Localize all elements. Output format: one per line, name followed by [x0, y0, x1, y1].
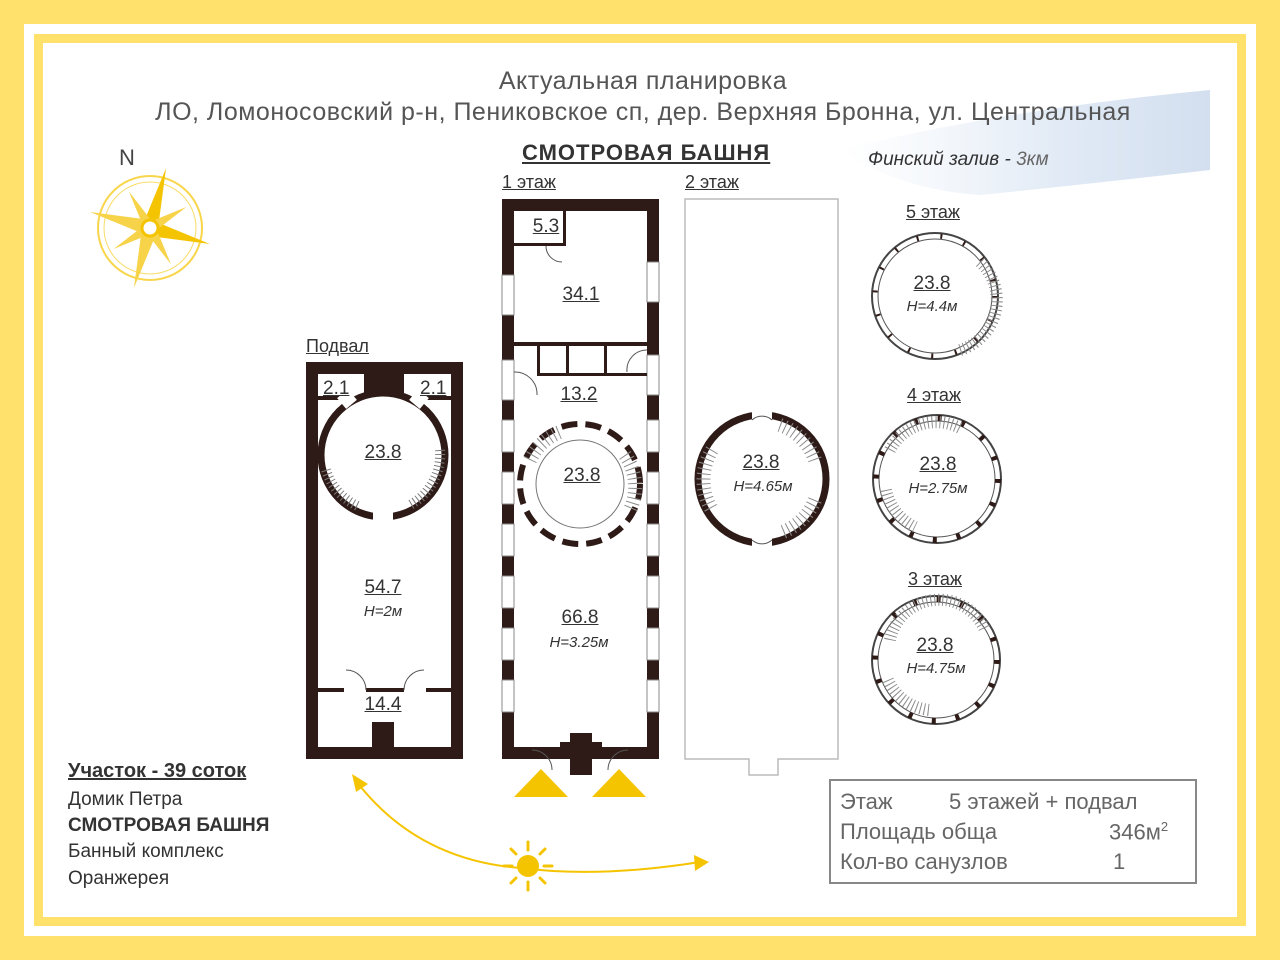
floor5-plan — [871, 232, 1003, 360]
bay-distance-value: 3км — [1016, 149, 1049, 170]
room-area: 34.1 — [562, 284, 600, 305]
room-area: 2.1 — [323, 378, 350, 399]
inner-border — [34, 34, 1246, 926]
stats-baths-value: 1 — [1113, 849, 1126, 874]
compass-rose-icon — [90, 168, 210, 288]
bay-name: Финский залив - — [868, 149, 1017, 170]
room-height: H=4.65м — [733, 478, 793, 495]
room-height: H=2м — [363, 603, 403, 620]
floor1-plan — [501, 199, 660, 775]
sun-icon — [502, 840, 554, 892]
stats-area-number: 346м — [1109, 819, 1161, 845]
entrance-arrow-icon — [592, 769, 646, 797]
room-area: 23.8 — [913, 273, 951, 294]
room-area: 14.4 — [364, 694, 402, 715]
bay-wave — [840, 90, 1210, 195]
stats-area-value: 346м2 — [1109, 819, 1168, 845]
floor5-label: 5 этаж — [906, 202, 960, 222]
room-area: 13.2 — [560, 384, 598, 405]
basement-label: Подвал — [306, 336, 369, 356]
room-area: 5.3 — [532, 216, 560, 237]
room-area: 54.7 — [364, 577, 402, 598]
floor2-label: 2 этаж — [685, 172, 739, 192]
floor4-plan — [872, 414, 1002, 544]
room-height: H=4.4м — [906, 298, 958, 315]
site-item: Домик Петра — [68, 789, 183, 810]
compass-north-label: N — [119, 145, 135, 170]
bay-distance: Финский залив - 3км — [868, 149, 1049, 171]
room-area: 23.8 — [742, 452, 780, 473]
stats-box: Этаж 5 этажей + подвал Площадь обща 346м… — [829, 779, 1197, 884]
room-area: 23.8 — [919, 454, 957, 475]
stats-floors-value: 5 этажей + подвал — [949, 789, 1138, 814]
room-area: 23.8 — [563, 465, 601, 486]
stats-floors-label: Этаж — [840, 789, 893, 814]
stats-area-label: Площадь обща — [840, 819, 998, 844]
floor4-label: 4 этаж — [907, 385, 961, 405]
stats-area-unit-sup: 2 — [1160, 819, 1169, 834]
site-title: Участок - 39 соток — [68, 760, 247, 782]
entrance-arrow-icon — [514, 769, 568, 797]
site-item: СМОТРОВАЯ БАШНЯ — [68, 815, 270, 836]
basement-plan — [306, 362, 463, 759]
floor2-plan — [684, 198, 839, 776]
room-area: 66.8 — [561, 607, 599, 628]
floor3-plan — [871, 593, 1001, 725]
floor3-label: 3 этаж — [908, 569, 962, 589]
site-item: Банный комплекс — [68, 841, 224, 862]
room-area: 23.8 — [364, 442, 402, 463]
room-area: 23.8 — [916, 635, 954, 656]
room-height: H=2.75м — [908, 480, 968, 497]
stats-baths-label: Кол-во санузлов — [840, 849, 1008, 874]
tower-title: СМОТРОВАЯ БАШНЯ — [522, 140, 771, 165]
room-height: H=4.75м — [906, 660, 966, 677]
page-title: Актуальная планировка — [498, 67, 788, 95]
site-item: Оранжерея — [68, 868, 170, 889]
address: ЛО, Ломоносовский р-н, Пениковское сп, д… — [155, 98, 1131, 126]
floor1-label: 1 этаж — [502, 172, 556, 192]
room-area: 2.1 — [420, 378, 447, 399]
room-height: H=3.25м — [549, 634, 609, 651]
